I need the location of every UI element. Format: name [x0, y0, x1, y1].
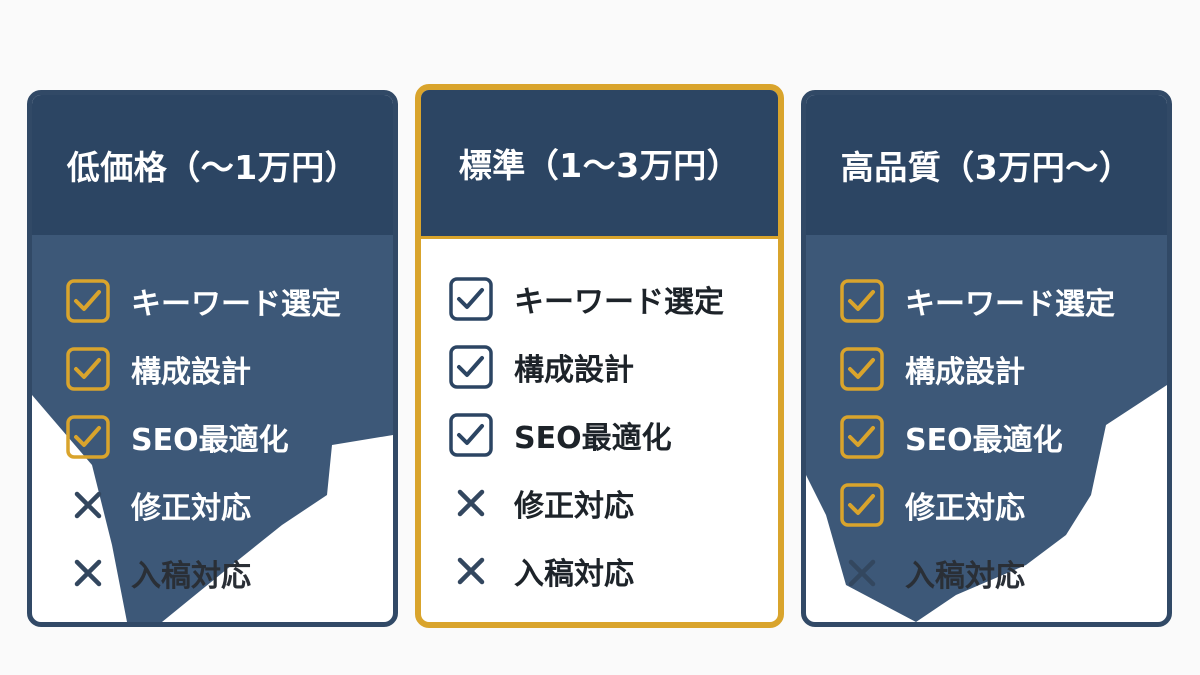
feature-label: 構成設計 [514, 353, 634, 388]
checkbox-checked-icon [448, 412, 494, 458]
checkbox-checked-icon [448, 344, 494, 390]
feature-label: キーワード選定 [514, 285, 724, 320]
checkbox-checked-icon [839, 414, 885, 460]
feature-list: キーワード選定 構成設計 SEO最適化 修正対応 入稿対応 [448, 265, 724, 605]
feature-label: キーワード選定 [905, 287, 1115, 322]
feature-item: SEO最適化 [448, 401, 724, 469]
feature-label: 修正対応 [131, 491, 251, 526]
feature-item: 修正対応 [448, 469, 724, 537]
x-mark-icon [65, 550, 111, 596]
feature-label: 修正対応 [514, 489, 634, 524]
x-mark-icon [839, 550, 885, 596]
plan-title: 標準（1〜3万円） [458, 146, 741, 185]
feature-label: 修正対応 [905, 491, 1025, 526]
feature-item: SEO最適化 [839, 403, 1115, 471]
x-mark-icon [448, 548, 494, 594]
x-mark-icon [65, 482, 111, 528]
feature-label: SEO最適化 [514, 421, 672, 456]
feature-label: 入稿対応 [905, 559, 1025, 594]
feature-item: キーワード選定 [448, 265, 724, 333]
feature-item: 修正対応 [65, 471, 341, 539]
checkbox-checked-icon [448, 276, 494, 322]
feature-label: 入稿対応 [131, 559, 251, 594]
plan-header: 低価格（〜1万円） [32, 95, 393, 235]
feature-list: キーワード選定 構成設計 SEO最適化 修正対応 入稿対応 [839, 267, 1115, 607]
background-wedge [806, 225, 1167, 622]
checkbox-checked-icon [65, 414, 111, 460]
feature-label: 構成設計 [131, 355, 251, 390]
plan-card-low: 低価格（〜1万円） キーワード選定 構成設計 SEO最適化 修正対応 入稿対応 [27, 90, 398, 627]
plan-title: 低価格（〜1万円） [66, 148, 359, 187]
checkbox-checked-icon [839, 346, 885, 392]
feature-label: 構成設計 [905, 355, 1025, 390]
feature-label: SEO最適化 [905, 423, 1063, 458]
feature-item: キーワード選定 [65, 267, 341, 335]
feature-item: 修正対応 [839, 471, 1115, 539]
feature-item: 入稿対応 [839, 539, 1115, 607]
plan-card-premium: 高品質（3万円〜） キーワード選定 構成設計 SEO最適化 修正対応 入稿対応 [801, 90, 1172, 627]
checkbox-checked-icon [839, 482, 885, 528]
plan-header: 高品質（3万円〜） [806, 95, 1167, 235]
plan-header: 標準（1〜3万円） [421, 90, 778, 239]
plan-card-standard: 標準（1〜3万円） キーワード選定 構成設計 SEO最適化 修正対応 入稿対応 [415, 84, 784, 628]
plan-title: 高品質（3万円〜） [840, 148, 1133, 187]
x-mark-icon [448, 480, 494, 526]
feature-item: キーワード選定 [839, 267, 1115, 335]
feature-item: 構成設計 [839, 335, 1115, 403]
feature-item: 構成設計 [448, 333, 724, 401]
checkbox-checked-icon [65, 346, 111, 392]
feature-item: 入稿対応 [448, 537, 724, 605]
feature-label: キーワード選定 [131, 287, 341, 322]
feature-label: 入稿対応 [514, 557, 634, 592]
checkbox-checked-icon [65, 278, 111, 324]
background-wedge [32, 225, 393, 622]
feature-item: 構成設計 [65, 335, 341, 403]
feature-list: キーワード選定 構成設計 SEO最適化 修正対応 入稿対応 [65, 267, 341, 607]
feature-label: SEO最適化 [131, 423, 289, 458]
checkbox-checked-icon [839, 278, 885, 324]
feature-item: 入稿対応 [65, 539, 341, 607]
feature-item: SEO最適化 [65, 403, 341, 471]
